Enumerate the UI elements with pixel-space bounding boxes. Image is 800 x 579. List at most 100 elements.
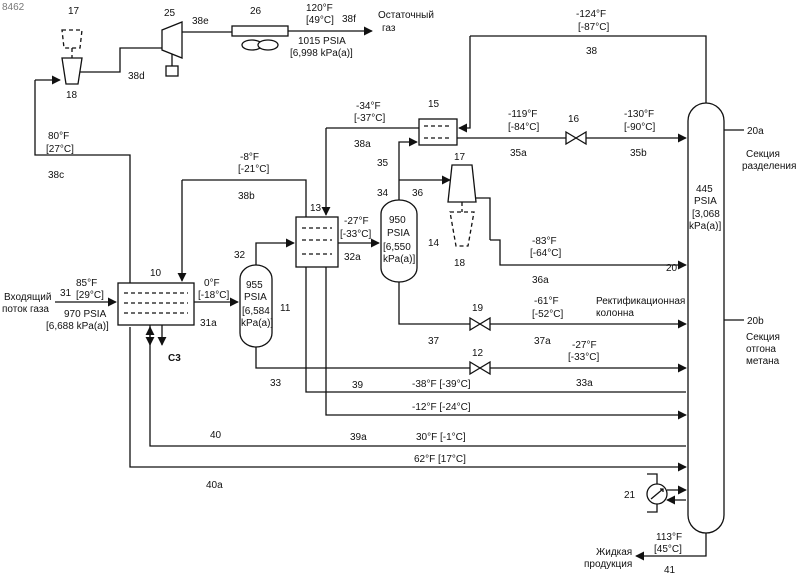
cond-33a-c: [-33°C] xyxy=(568,352,599,363)
unit-26: 26 xyxy=(250,6,262,17)
cond-39a: -12°F [-24°C] xyxy=(412,402,471,413)
cond-14-k1: [6,550 xyxy=(383,242,411,253)
stream-34: 34 xyxy=(377,188,389,199)
stream-36a: 36a xyxy=(532,275,549,286)
cond-37a-c: [-52°C] xyxy=(532,309,563,320)
cond-41-c: [45°C] xyxy=(654,544,682,555)
reboiler-21 xyxy=(647,484,667,504)
stream-37a: 37a xyxy=(534,336,551,347)
cond-38f-pk: [6,998 kPa(a)] xyxy=(290,48,353,59)
unit-16: 16 xyxy=(568,114,580,125)
label-column-2: колонна xyxy=(596,308,634,319)
unit-17-top: 17 xyxy=(68,6,80,17)
label-liquid-1: Жидкая xyxy=(596,547,632,558)
cond-11-p: 955 xyxy=(246,280,263,291)
cond-14-ps: PSIA xyxy=(387,228,410,239)
stream-32a: 32a xyxy=(344,252,361,263)
cond-33a-f: -27°F xyxy=(572,340,597,351)
unit-19: 19 xyxy=(472,303,484,314)
cond-38-c: [-87°C] xyxy=(578,22,609,33)
stream-40: 40 xyxy=(210,430,222,441)
cond-31a-c: [-18°C] xyxy=(198,290,229,301)
expander-17 xyxy=(448,165,476,212)
unit-20a: 20a xyxy=(747,126,764,137)
compressor-25 xyxy=(162,22,182,76)
cond-14-k2: kPa(a)] xyxy=(383,254,415,265)
heat-exchanger-13 xyxy=(296,217,338,267)
cond-38b-c: [-21°C] xyxy=(238,164,269,175)
stream-38b: 38b xyxy=(238,191,255,202)
cond-32a-c: [-33°C] xyxy=(340,229,371,240)
unit-21: 21 xyxy=(624,490,636,501)
unit-11: 11 xyxy=(280,303,291,314)
heat-exchanger-15 xyxy=(419,119,457,145)
unit-18-top: 18 xyxy=(66,90,78,101)
compressor-18-top xyxy=(62,58,82,84)
cond-20-p: 445 xyxy=(696,184,713,195)
cond-31-p: 970 PSIA xyxy=(64,309,107,320)
unit-14: 14 xyxy=(428,238,440,249)
cond-31-pk: [6,688 kPa(a)] xyxy=(46,321,109,332)
separator-14 xyxy=(381,200,417,282)
stream-39: 39 xyxy=(352,380,364,391)
figure-id: 8462 xyxy=(2,2,25,13)
cond-38a-c: [-37°C] xyxy=(354,113,385,124)
cond-20-k1: [3,068 xyxy=(692,209,720,220)
stream-31a: 31a xyxy=(200,318,217,329)
expander-17-top xyxy=(62,30,82,58)
cond-38a-f: -34°F xyxy=(356,101,381,112)
compressor-18 xyxy=(450,212,474,246)
cond-35a-f: -119°F xyxy=(508,109,537,120)
air-cooler-26 xyxy=(232,26,288,50)
stream-41: 41 xyxy=(664,565,676,576)
valve-16 xyxy=(566,132,586,144)
stream-38: 38 xyxy=(586,46,598,57)
cond-32a-f: -27°F xyxy=(344,216,369,227)
unit-15: 15 xyxy=(428,99,440,110)
cond-38b-f: -8°F xyxy=(240,152,259,163)
label-separation-1: Секция xyxy=(746,149,780,160)
cond-39: -38°F [-39°C] xyxy=(412,379,471,390)
cond-36a-c: [-64°C] xyxy=(530,248,561,259)
unit-20: 20 xyxy=(666,263,678,274)
cond-40a: 62°F [17°C] xyxy=(414,454,466,465)
cond-20-ps: PSIA xyxy=(694,196,717,207)
cond-38f-p: 1015 PSIA xyxy=(298,36,346,47)
cond-31-f: 85°F xyxy=(76,278,97,289)
fractionation-column-20 xyxy=(688,103,724,533)
cond-35b-f: -130°F xyxy=(624,109,654,120)
stream-38d: 38d xyxy=(128,71,145,82)
cond-35a-c: [-84°C] xyxy=(508,122,539,133)
stream-38c: 38c xyxy=(48,170,64,181)
label-column-1: Ректификационная xyxy=(596,295,685,307)
cond-38c-c: [27°C] xyxy=(46,144,74,155)
cond-38c-f: 80°F xyxy=(48,131,69,142)
cond-20-k2: kPa(a)] xyxy=(689,221,721,232)
cond-38f-f: 120°F xyxy=(306,3,333,14)
unit-20b: 20b xyxy=(747,316,764,327)
cond-41-f: 113°F xyxy=(656,532,682,543)
cond-38-f: -124°F xyxy=(576,9,606,20)
stream-31: 31 xyxy=(60,288,72,299)
label-stripping-1: Секция xyxy=(746,332,780,343)
stream-35a: 35a xyxy=(510,148,527,159)
stream-38a: 38a xyxy=(354,139,371,150)
label-residue-gas-1: Остаточный xyxy=(378,10,434,21)
unit-25: 25 xyxy=(164,8,176,19)
stream-33a: 33a xyxy=(576,378,593,389)
label-liquid-2: продукция xyxy=(584,559,632,570)
cond-14-p: 950 xyxy=(389,215,406,226)
cond-40: 30°F [-1°C] xyxy=(416,432,466,443)
label-inlet-1: Входящий xyxy=(4,292,51,303)
unit-12: 12 xyxy=(472,348,484,359)
stream-35: 35 xyxy=(377,158,389,169)
stream-36: 36 xyxy=(412,188,424,199)
label-stripping-3: метана xyxy=(746,356,780,367)
valve-19 xyxy=(470,318,490,330)
cond-31a-f: 0°F xyxy=(204,278,220,289)
stream-40a: 40a xyxy=(206,480,223,491)
stream-39a: 39a xyxy=(350,432,367,443)
cond-11-ps: PSIA xyxy=(244,292,267,303)
cond-37a-f: -61°F xyxy=(534,296,559,307)
